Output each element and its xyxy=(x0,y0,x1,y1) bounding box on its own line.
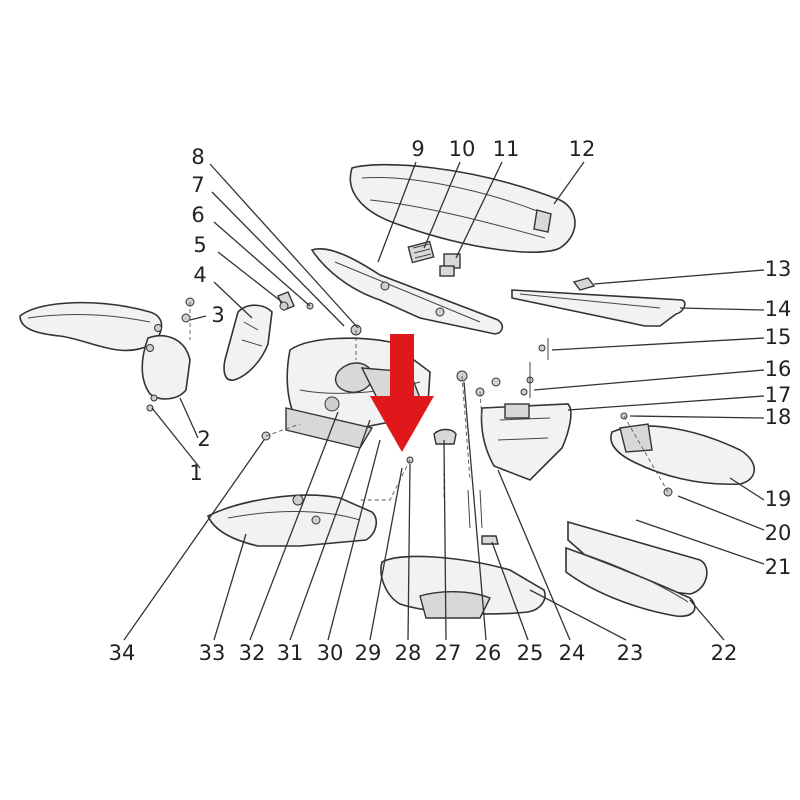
callout-13: 13 xyxy=(765,257,792,281)
callout-11: 11 xyxy=(493,137,520,161)
grommet-part xyxy=(433,428,457,445)
callout-16: 16 xyxy=(765,357,792,381)
highlight-arrow xyxy=(370,334,434,452)
callout-30: 30 xyxy=(317,641,344,665)
front-fender-part xyxy=(19,301,191,400)
callout-7: 7 xyxy=(191,173,204,197)
callout-26: 26 xyxy=(475,641,502,665)
callout-6: 6 xyxy=(191,203,204,227)
callout-9: 9 xyxy=(411,137,424,161)
seat-part xyxy=(349,163,576,253)
callout-10: 10 xyxy=(449,137,476,161)
side-rail-part xyxy=(511,289,686,327)
bracket-plate-part xyxy=(310,248,504,335)
callout-8: 8 xyxy=(191,145,204,169)
callout-labels: 1 2 3 4 5 6 7 8 9 10 11 12 13 14 15 16 1… xyxy=(109,137,792,665)
fitting-part-5 xyxy=(277,291,295,311)
callout-27: 27 xyxy=(435,641,462,665)
callout-12: 12 xyxy=(569,137,596,161)
plate-part-4 xyxy=(223,304,273,381)
tail-light-part xyxy=(610,423,756,486)
callout-29: 29 xyxy=(355,641,382,665)
callout-31: 31 xyxy=(277,641,304,665)
rear-bracket-part xyxy=(480,403,572,481)
clip-part-13 xyxy=(572,277,596,291)
callout-2: 2 xyxy=(197,427,210,451)
callout-24: 24 xyxy=(559,641,586,665)
rear-mudguard-part xyxy=(565,520,708,618)
leader-lines xyxy=(123,161,765,641)
callout-17: 17 xyxy=(765,383,792,407)
callout-28: 28 xyxy=(395,641,422,665)
callout-5: 5 xyxy=(193,233,206,257)
callout-14: 14 xyxy=(765,297,792,321)
callout-19: 19 xyxy=(765,487,792,511)
callout-1: 1 xyxy=(189,461,202,485)
callout-34: 34 xyxy=(109,641,136,665)
callout-25: 25 xyxy=(517,641,544,665)
callout-21: 21 xyxy=(765,555,792,579)
callout-20: 20 xyxy=(765,521,792,545)
callout-23: 23 xyxy=(617,641,644,665)
callout-22: 22 xyxy=(711,641,738,665)
callout-33: 33 xyxy=(199,641,226,665)
side-panel-part xyxy=(206,494,378,547)
callout-3: 3 xyxy=(211,303,224,327)
callout-15: 15 xyxy=(765,325,792,349)
clip-part-10 xyxy=(407,240,435,264)
lower-side-panel-part xyxy=(380,555,546,619)
callout-32: 32 xyxy=(239,641,266,665)
callout-18: 18 xyxy=(765,405,792,429)
callout-4: 4 xyxy=(193,263,206,287)
assembly-lines xyxy=(189,302,669,501)
